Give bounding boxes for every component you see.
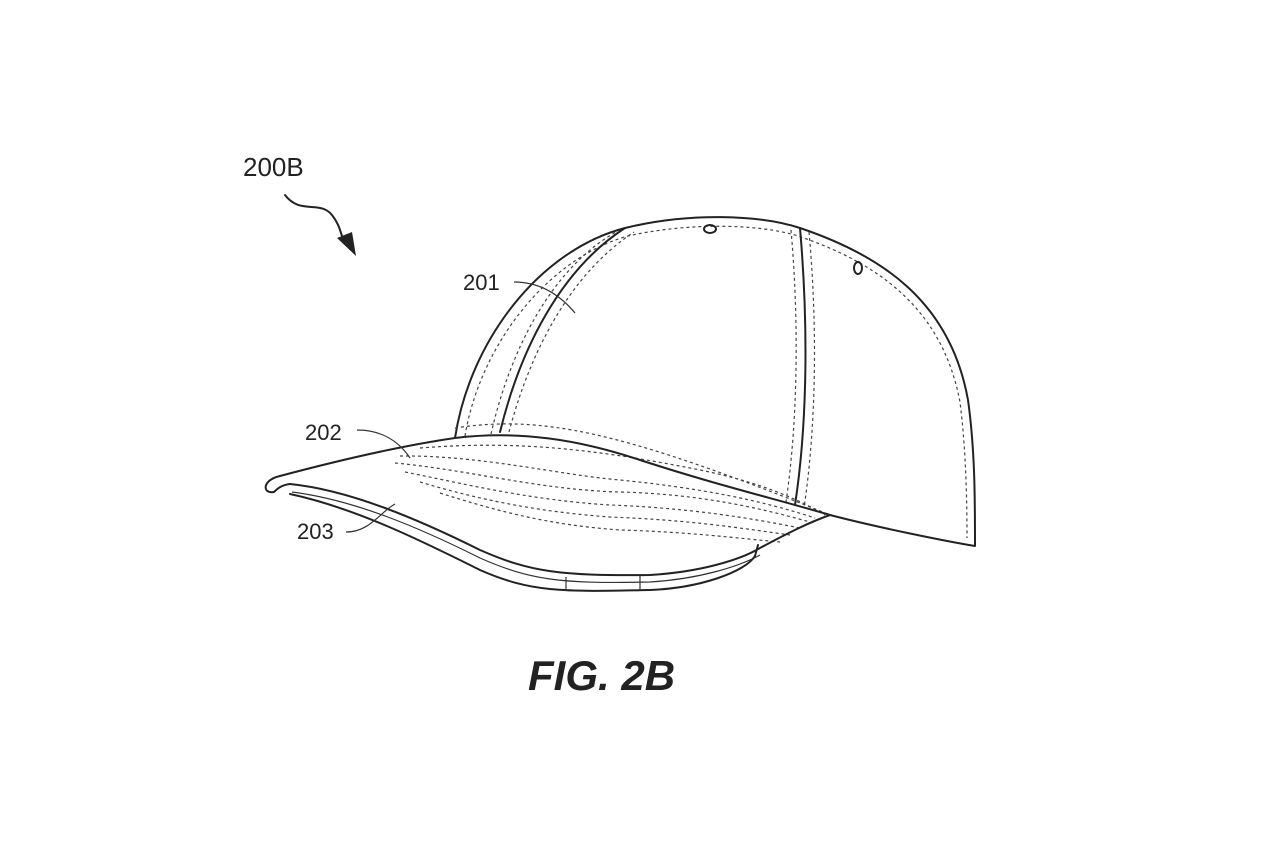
label-202: 202 bbox=[305, 420, 342, 445]
eyelet-icon bbox=[703, 224, 717, 234]
reference-arrow bbox=[284, 194, 347, 245]
brim-underside bbox=[289, 483, 831, 577]
leader-202 bbox=[356, 429, 411, 459]
crown-seam-front-stitch bbox=[490, 231, 617, 435]
brim-stitching bbox=[394, 423, 831, 543]
arrowhead-icon bbox=[337, 232, 356, 256]
figure-caption: FIG. 2B bbox=[528, 652, 676, 699]
label-201: 201 bbox=[463, 270, 500, 295]
brim-underside-inner bbox=[291, 491, 761, 584]
brim-bottom-edge bbox=[289, 493, 759, 592]
eyelet-icon bbox=[853, 261, 863, 275]
crown-seam-front-stitch2 bbox=[508, 231, 635, 433]
crown-outline bbox=[454, 216, 976, 547]
reference-label: 200B bbox=[243, 152, 304, 182]
crown-stitch bbox=[464, 225, 968, 539]
crown-seam-right bbox=[794, 227, 807, 506]
label-203: 203 bbox=[297, 519, 334, 544]
leader-203 bbox=[345, 503, 396, 533]
crown-seam-right-stitch2 bbox=[803, 231, 816, 509]
crown-seam-front bbox=[499, 227, 626, 433]
leader-201 bbox=[513, 281, 576, 314]
crown-seam-right-stitch bbox=[785, 229, 797, 503]
brim-top-edge bbox=[279, 434, 831, 516]
brim-tip bbox=[264, 475, 291, 494]
